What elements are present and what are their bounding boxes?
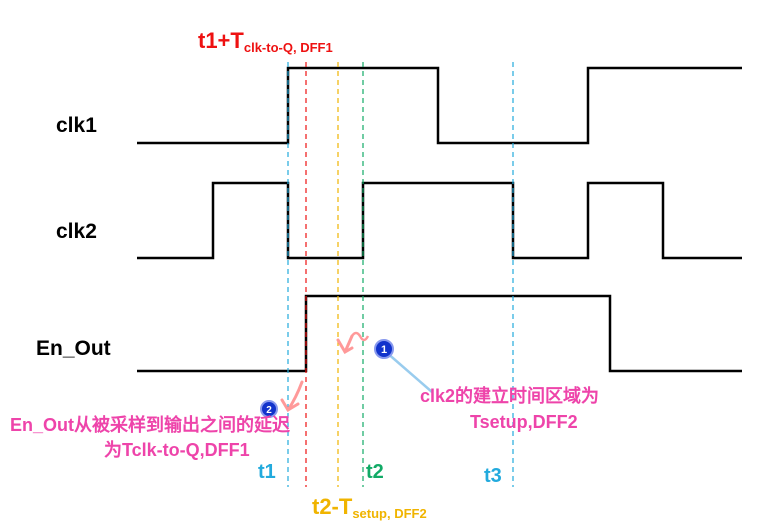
callout-1-line1: clk2的建立时间区域为 <box>420 385 599 406</box>
callout-1-squiggle <box>350 331 370 342</box>
callout-1-line2: Tsetup,DFF2 <box>470 412 578 432</box>
callout-1-badge: 1 <box>374 339 394 359</box>
callout-2-arrow <box>280 380 304 413</box>
top-annotation: t1+Tclk-to-Q, DFF1 <box>198 28 333 55</box>
callout-2-line2: 为Tclk-to-Q,DFF1 <box>104 439 250 460</box>
time-label-t1: t1 <box>258 461 276 483</box>
waveform-clk1 <box>137 66 742 145</box>
callout-2-number: 2 <box>266 405 272 416</box>
callout-1-leader <box>385 351 433 393</box>
time-label-t2-setup: t2-Tsetup, DFF2 <box>312 494 427 521</box>
callout-1-arrow <box>336 334 354 355</box>
signal-label-en-out: En_Out <box>36 337 111 360</box>
signal-label-clk1: clk1 <box>56 114 97 137</box>
callout-2-badge: 2 <box>260 400 278 418</box>
top-annotation-sub: clk-to-Q, DFF1 <box>244 40 333 55</box>
time-label-t3: t3 <box>484 465 502 487</box>
waveform-en-out <box>137 294 742 373</box>
t2-setup-sub: setup, DFF2 <box>352 506 426 521</box>
callout-1-number: 1 <box>381 344 387 356</box>
time-label-t2: t2 <box>366 461 384 483</box>
signal-label-clk2: clk2 <box>56 220 97 243</box>
t2-setup-main: t2-T <box>312 494 353 519</box>
callout-2-line1: En_Out从被采样到输出之间的延迟 <box>10 414 290 435</box>
top-annotation-main: t1+T <box>198 28 244 53</box>
waveform-clk2 <box>137 181 742 260</box>
